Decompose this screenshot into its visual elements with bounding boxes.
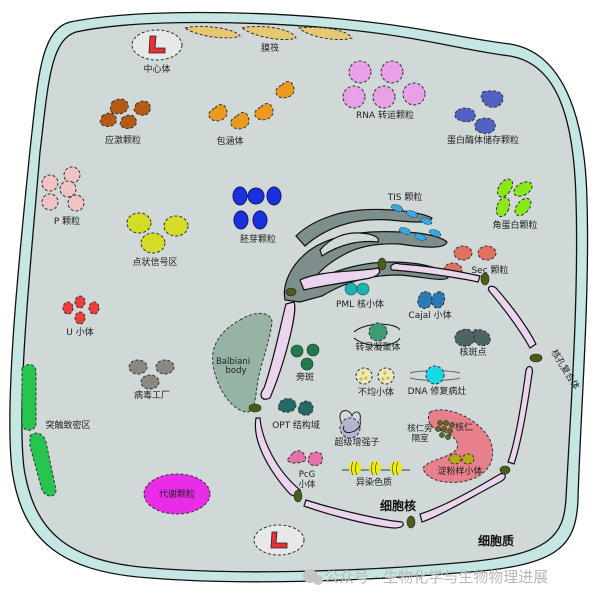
nucleus-label: 细胞核: [380, 498, 416, 513]
membrane-raft-group: [183, 25, 353, 41]
centrosome-top: [131, 29, 183, 61]
nuclear-pore: [293, 489, 303, 503]
heterochromatin: [342, 461, 410, 476]
paraspeckle-label: 旁斑: [296, 371, 314, 383]
tis-granule-label: TIS 颗粒: [387, 191, 423, 203]
cytoplasm-label: 细胞质: [478, 533, 514, 548]
centrosome-label: 中心体: [143, 63, 170, 75]
u-body-label: U 小体: [66, 326, 93, 338]
super-enhancer: [339, 410, 361, 439]
nuclear-pore: [285, 287, 297, 297]
nuclear-pore: [529, 353, 543, 363]
germ-granules: [232, 186, 282, 230]
virus-factory: [128, 359, 175, 390]
rna-transport-granules: [342, 60, 426, 109]
transcription-condensate-label: 转录凝聚体: [355, 341, 400, 353]
balbiani-label-2: body: [225, 366, 246, 376]
watermark: 公众号 · 生物化学与生物物理进展: [303, 568, 548, 586]
perinucleolar-label-2: 隔室: [411, 433, 429, 444]
pcg-bodies: [286, 450, 323, 467]
punctate-signaling-clusters: [126, 212, 189, 254]
tis-granules: [390, 204, 442, 241]
dna-repair-focus-label: DNA 修复病灶: [408, 385, 467, 397]
dna-repair-focus: [409, 365, 461, 385]
stress-granules: [99, 98, 151, 129]
synaptic-density: [21, 364, 57, 497]
membrane-raft: [183, 25, 241, 39]
keratohyalin-granule-label: 角蛋白颗粒: [492, 219, 537, 231]
nuclear-envelope: [254, 262, 537, 529]
nuclear-pore: [406, 515, 416, 529]
amyloid-bodies: [448, 453, 475, 465]
watermark-text: 公众号 · 生物化学与生物物理进展: [324, 568, 548, 586]
pml-bodies: [344, 282, 370, 296]
metabolic-granule-label: 代谢颗粒: [159, 488, 195, 500]
rna-transport-granule-label: RNA 转运颗粒: [356, 109, 414, 121]
germ-granule-label: 胚芽颗粒: [240, 233, 276, 245]
inclusion-body-label: 包涵体: [216, 135, 243, 147]
nuclear-speckle-label: 核斑点: [459, 346, 486, 358]
nuclear-pores: [248, 257, 543, 529]
perinucleolar-compartment: [435, 420, 455, 440]
nuclear-pore: [377, 257, 387, 271]
virus-factory-label: 病毒工厂: [134, 389, 170, 401]
nuclear-pore: [480, 272, 490, 286]
u-bodies: [62, 295, 100, 325]
centrosome-bottom: [253, 524, 305, 556]
nuclear-pore: [248, 403, 262, 413]
metabolic-granule: [143, 473, 211, 515]
opt-domain: [277, 398, 314, 416]
proteasome-storage-granules: [454, 90, 504, 134]
perinucleolar-label-1: 核仁旁: [407, 423, 433, 434]
clastosomes: [355, 367, 395, 385]
super-enhancer-label: 超级增强子: [334, 436, 379, 448]
p-granules: [41, 166, 85, 212]
membrane-raft: [297, 26, 353, 41]
opt-domain-label: OPT 结构域: [272, 419, 320, 431]
cajal-bodies: [417, 291, 446, 309]
transcription-condensate: [353, 322, 401, 346]
nucleolus-label: 核仁: [455, 421, 473, 433]
membrane-raft-label: 膜筏: [261, 42, 279, 54]
synaptic-density-label: 突触致密区: [45, 419, 90, 431]
pcg-body-label-2: 小体: [298, 479, 316, 490]
cajal-body-label: Cajal 小体: [408, 309, 451, 321]
stress-granule-label: 应激颗粒: [105, 134, 141, 146]
membrane-raft: [240, 25, 297, 41]
pcg-body-label-1: PcG: [299, 470, 315, 480]
amyloid-body-label: 淀粉样小体: [437, 465, 482, 477]
p-granule-label: P 颗粒: [54, 215, 80, 227]
proteasome-storage-granule-label: 蛋白酶体储存颗粒: [447, 134, 519, 146]
punctate-signaling-label: 点状信号区: [132, 256, 177, 268]
nuclear-speckles: [454, 328, 491, 347]
paraspeckles: [290, 343, 320, 371]
keratohyalin-granules: [495, 178, 533, 218]
clastosome-label: 不均小体: [358, 386, 394, 398]
nuclear-pore: [499, 465, 511, 475]
inclusion-bodies: [208, 81, 295, 130]
balbiani-label-1: Balbiani: [216, 357, 250, 367]
sec-granule-label: Sec 颗粒: [471, 264, 508, 276]
heterochromatin-label: 异染色质: [356, 476, 392, 488]
pml-body-label: PML 核小体: [336, 298, 384, 310]
